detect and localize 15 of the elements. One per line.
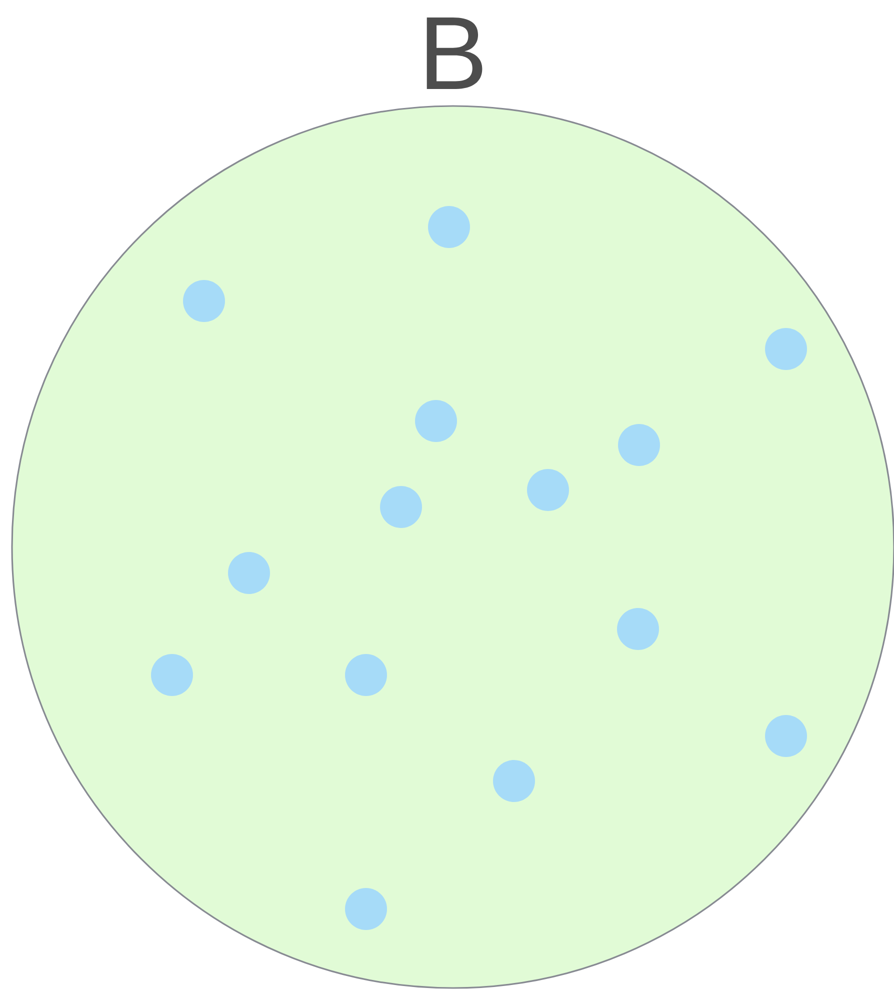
dot — [345, 654, 387, 696]
dot — [527, 469, 569, 511]
dot — [228, 552, 270, 594]
dot — [617, 608, 659, 650]
dot — [765, 328, 807, 370]
dot — [183, 280, 225, 322]
dot — [765, 715, 807, 757]
heading: B — [426, 17, 482, 89]
dot — [151, 654, 193, 696]
dot — [345, 888, 387, 930]
dot — [493, 760, 535, 802]
dot — [380, 486, 422, 528]
dot — [618, 424, 660, 466]
dot — [428, 206, 470, 248]
dot — [415, 400, 457, 442]
